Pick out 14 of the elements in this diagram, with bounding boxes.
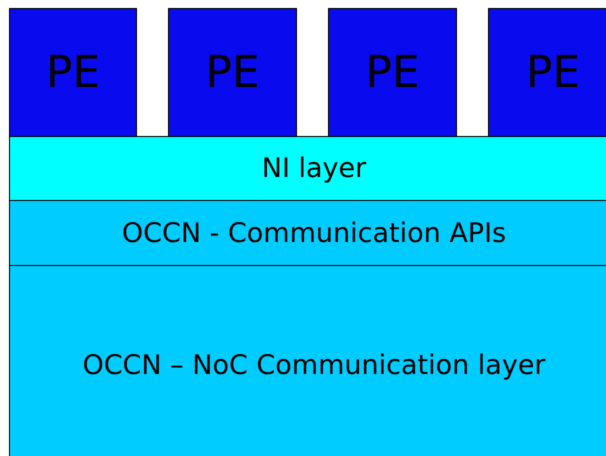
processing-element-box (488, 8, 606, 137)
processing-element-box (328, 8, 457, 137)
processing-element-box (168, 8, 297, 137)
element-label: PE (46, 47, 100, 98)
layer-band (9, 136, 606, 201)
element-label: PE (205, 47, 260, 98)
layer-label: OCCN - Communication APIs (122, 218, 506, 248)
layer-band (9, 200, 606, 266)
layer-label: OCCN – NoC Communication layer (82, 350, 546, 380)
element-label: PE (526, 47, 580, 98)
layer-label: NI layer (262, 153, 366, 184)
element-label: PE (365, 47, 420, 98)
processing-element-box (9, 8, 137, 137)
layer-band (9, 265, 606, 456)
